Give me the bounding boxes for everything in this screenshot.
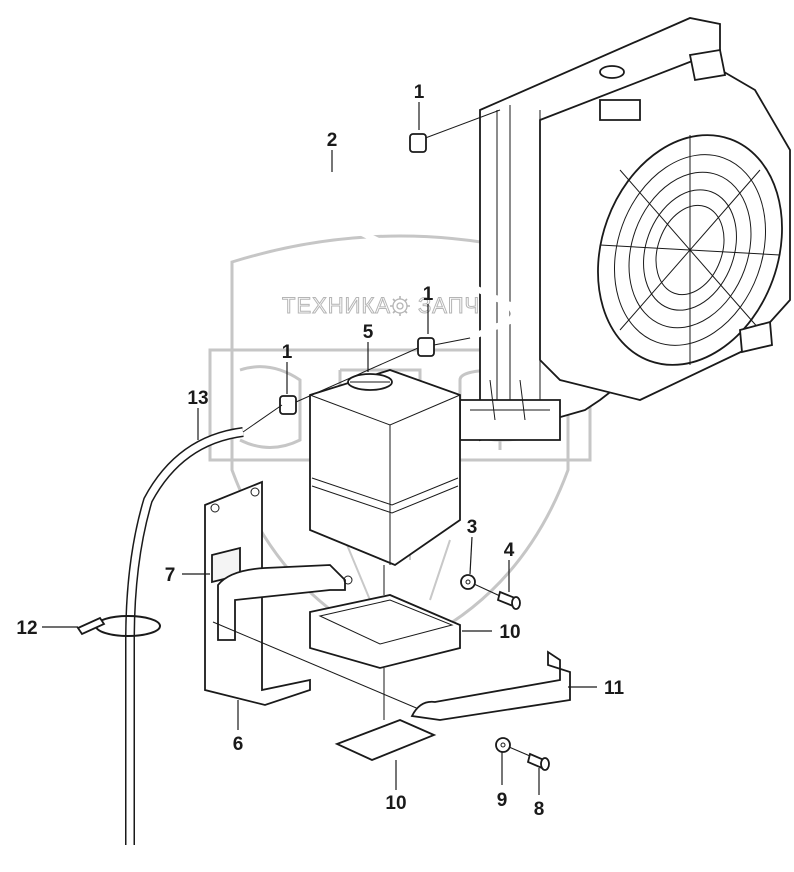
upper-hose — [315, 137, 517, 341]
callout-13: 13 — [187, 388, 208, 409]
callout-9: 9 — [497, 790, 508, 811]
watermark-letter-e — [239, 365, 302, 449]
callout-12: 12 — [16, 618, 37, 639]
strap-bolt-line — [212, 621, 441, 719]
hose-clip-left — [279, 395, 297, 415]
hose-clip-top — [409, 133, 427, 153]
callout-1-top: 1 — [414, 82, 425, 103]
retaining-strap — [410, 650, 571, 721]
gear-icon — [390, 296, 410, 316]
callout-leaders — [42, 102, 597, 795]
watermark-band — [208, 348, 592, 462]
callout-10-tray: 10 — [499, 622, 520, 643]
hose-connection-line — [419, 109, 501, 141]
radiator-assembly — [459, 17, 791, 442]
callout-11: 11 — [604, 678, 625, 699]
callout-10-base: 10 — [385, 793, 406, 814]
callout-4: 4 — [504, 540, 515, 561]
hose-clip-mid — [417, 337, 435, 357]
washer-3 — [460, 574, 476, 590]
callout-1-mid: 1 — [423, 284, 434, 305]
washer-9 — [495, 737, 511, 753]
expansion-tank — [309, 369, 461, 567]
callout-7: 7 — [165, 565, 176, 586]
callout-6: 6 — [233, 734, 244, 755]
callout-1-left: 1 — [282, 342, 293, 363]
base-pad — [334, 719, 437, 761]
overflow-hose — [126, 428, 244, 845]
callout-3: 3 — [467, 517, 478, 538]
callout-8: 8 — [534, 799, 545, 820]
watermark-left-text: ТЕХНИКА — [282, 293, 391, 318]
tank-tray-pad — [309, 594, 461, 669]
callout-2: 2 — [327, 130, 338, 151]
upper-strap — [217, 564, 346, 641]
cable-tie — [76, 615, 161, 637]
callout-5: 5 — [363, 322, 374, 343]
